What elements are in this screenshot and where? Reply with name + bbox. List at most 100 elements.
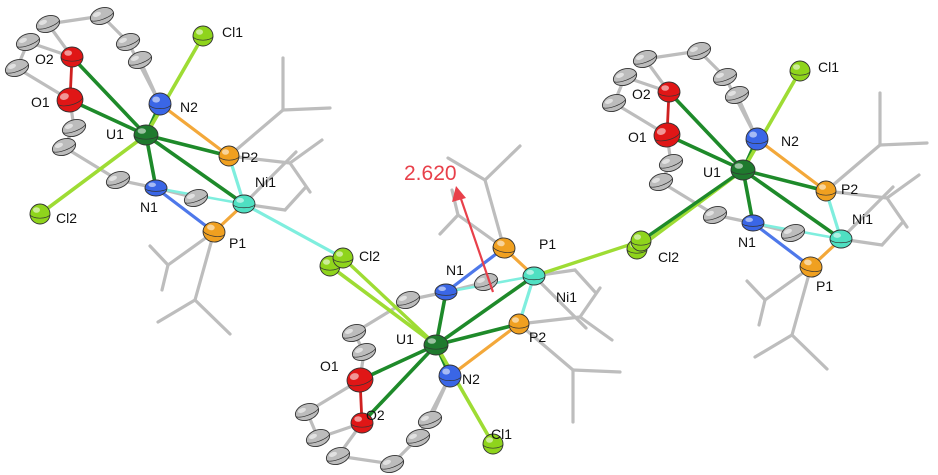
label-o1-unit1: O1 [320, 358, 339, 374]
unit1-u-cl1-bond [434, 343, 495, 446]
bridge-ni1-cl-bond [532, 239, 643, 278]
unit0-uranium-atom [133, 124, 159, 146]
unit0-ipr-bond-4 [288, 138, 324, 165]
unit1-nitrogen-n2-atom-body [438, 364, 462, 388]
unit2-nitrogen-n1-atom-highlight [745, 217, 753, 223]
unit1-nitrogen-n1-atom [434, 283, 458, 301]
unit2-carbon-atom-4-highlight [715, 72, 724, 78]
unit2-oxygen-o1-atom [653, 122, 681, 148]
unit0-n1-p1-bond [154, 186, 216, 234]
unit2-uranium-atom-body [730, 159, 756, 181]
unit0-phosphorus-p2-atom [218, 145, 240, 167]
unit0-ipr-bond-0 [227, 108, 285, 158]
unit1-carbon-atom-3-octant-line [295, 407, 319, 418]
label-p1-unit1: P1 [539, 236, 556, 252]
bridge-chlorine-atom-a [332, 247, 354, 269]
unit2-carbon-atom-1-octant-line [687, 46, 711, 57]
bridge-chlorine-atom-a-octant-line [332, 257, 354, 263]
unit2-oxygen-o2-atom-highlight [661, 85, 669, 91]
unit1-carbon-atom-5-highlight [344, 328, 353, 334]
unit2-phosphorus-p2-atom-highlight [819, 184, 826, 190]
unit1-nitrogen-n2-atom [438, 364, 462, 388]
unit0-u-cl2-bond [38, 133, 148, 216]
unit2-carbon-atom-9-octant-line [781, 228, 805, 239]
unit0-chlorine-cl2-atom-body [29, 203, 51, 225]
unit1-carbon-atom-1-highlight [382, 459, 391, 465]
unit1-carbon-atom-0-body [305, 428, 331, 448]
unit0-carbon-atom-7-body [61, 118, 87, 138]
unit0-ipr-bond-5 [288, 161, 312, 194]
unit1-ipr-bond-10 [438, 213, 460, 236]
unit0-ipr-bond-2 [281, 106, 332, 112]
unit0-carbon-atom-9 [183, 188, 209, 208]
unit0-nitrogen-n2-atom [148, 92, 172, 116]
unit2-chlorine-cl1-atom-octant-line [789, 70, 811, 76]
unit0-carbon-atom-8 [127, 50, 153, 70]
unit1-carbon-atom-2-body [325, 446, 351, 466]
unit1-phosphorus-p2-atom [508, 313, 530, 335]
unit0-carbon-atom-3-highlight [7, 63, 16, 69]
unit0-carbon-atom-8-body [127, 50, 153, 70]
unit0-carbon-atom-6 [105, 170, 131, 190]
label-cl1-unit1: Cl1 [491, 426, 512, 442]
unit2-carbon-atom-6-octant-line [703, 210, 727, 221]
unit1-u-o2-bond [360, 343, 438, 425]
unit2-carbon-atom-2-body [632, 49, 658, 69]
unit1-carbon-atom-7-octant-line [352, 347, 376, 358]
unit1-carbon-atom-0-highlight [308, 433, 317, 439]
unit0-nitrogen-n1-atom [144, 179, 168, 197]
label-o2-unit2: O2 [632, 86, 651, 102]
unit2-ipr-bond-2 [878, 141, 929, 147]
unit0-carbon-atom-9-body [183, 188, 209, 208]
unit0-nickel-atom [232, 194, 256, 214]
unit1-phosphorus-p2-atom-octant-line [508, 323, 530, 329]
label-n2-unit0: N2 [180, 99, 198, 115]
bridge-chlorine-atom-a-highlight [336, 251, 343, 257]
unit0-u-ni-bond [144, 133, 246, 206]
unit2-nickel-atom-highlight [833, 232, 841, 238]
unit0-carbon-atom-3 [4, 58, 30, 78]
unit1-u-p2-bond [434, 322, 521, 347]
unit1-nitrogen-n1-atom-body [434, 283, 458, 301]
unit2-carbon-atom-5-octant-line [649, 177, 673, 188]
unit2-carbon-atom-3-octant-line [602, 98, 626, 109]
unit0-oxygen-o1-atom [56, 87, 84, 113]
unit0-chlorine-cl1-atom-body [192, 25, 214, 47]
unit1-carbon-atom-8-octant-line [418, 415, 442, 426]
unit2-chlorine-cl1-atom [789, 60, 811, 82]
unit2-carbon-atom-5-body [648, 172, 674, 192]
unit2-u-ni-bond [741, 168, 843, 241]
label-cl1-unit2: Cl1 [818, 59, 839, 75]
unit0-nickel-atom-highlight [236, 197, 244, 203]
unit2-phosphorus-p1-atom-highlight [804, 259, 812, 266]
unit1-ipr-bond-4 [578, 315, 614, 342]
unit0-chlorine-cl1-atom-octant-line [192, 35, 214, 41]
unit1-carbon-atom-8-highlight [420, 415, 429, 421]
unit1-ipr-bond-13 [573, 268, 597, 294]
unit2-carbon-atom-7-octant-line [659, 158, 683, 169]
unit1-carbon-atom-1-octant-line [380, 459, 404, 470]
unit0-nitrogen-n1-atom-body [144, 179, 168, 197]
unit2-n1-p1-bond [751, 221, 813, 269]
label-cl2-unit1: Cl2 [359, 248, 380, 264]
unit2-ipr-bond-4 [885, 173, 921, 200]
unit0-nitrogen-n2-atom-body [148, 92, 172, 116]
label-p2-unit2: P2 [841, 181, 858, 197]
unit2-carbon-atom-2 [632, 49, 658, 69]
unit0-carbon-atom-5 [51, 137, 77, 157]
unit1-carbon-atom-0 [305, 428, 331, 448]
unit2-ipr-bond-10 [745, 279, 767, 302]
unit2-carbon-atom-2-highlight [635, 54, 644, 60]
unit1-carbon-atom-2-highlight [328, 451, 337, 457]
unit0-u-p2-bond [144, 133, 231, 158]
unit0-uranium-atom-body [133, 124, 159, 146]
unit2-uranium-atom-highlight [734, 163, 743, 169]
unit0-carbon-atom-1-octant-line [90, 11, 114, 22]
unit1-carbon-atom-2 [325, 446, 351, 466]
unit0-u-o2-bond [70, 55, 148, 137]
label-cl2-unit0: Cl2 [56, 210, 77, 226]
unit2-carbon-atom-2-octant-line [633, 54, 657, 65]
label-u-unit0: U1 [106, 126, 124, 142]
unit2-oxygen-o1-atom-highlight [656, 128, 666, 135]
